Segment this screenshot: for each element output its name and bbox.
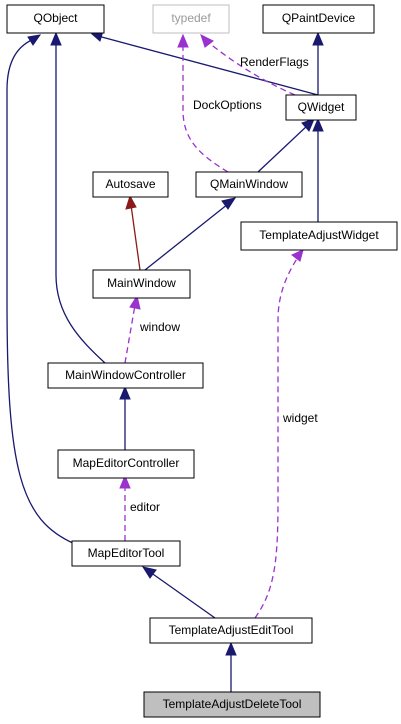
node-qmainwindow-label: QMainWindow: [210, 177, 288, 191]
edge-mapeditorcontroller-to-mainwindowcontroller: [119, 385, 131, 450]
node-qobject[interactable]: QObject: [6, 4, 105, 34]
node-mainwindowcontroller-label: MainWindowController: [65, 368, 186, 382]
node-mainwindow[interactable]: MainWindow: [92, 269, 191, 299]
node-qmainwindow[interactable]: QMainWindow: [195, 171, 303, 198]
node-typedef-label: typedef: [171, 11, 211, 25]
node-qobject-label: QObject: [33, 11, 78, 25]
node-mapeditortool[interactable]: MapEditorTool: [71, 540, 181, 567]
edge-label-editor: editor: [130, 500, 160, 514]
edge-templateadjustedittool-to-mapeditortool: [141, 566, 216, 619]
node-mainwindowcontroller[interactable]: MainWindowController: [47, 362, 204, 389]
edge-qwidget-to-typedef-renderflags: [200, 34, 296, 96]
node-qwidget[interactable]: QWidget: [285, 94, 357, 121]
node-templateadjustdeletetool[interactable]: TemplateAdjustDeleteTool: [143, 691, 321, 718]
edge-label-dockoptions: DockOptions: [193, 98, 262, 112]
node-mapeditortool-label: MapEditorTool: [88, 546, 165, 560]
edge-mainwindowcontroller-to-qobject: [50, 31, 106, 364]
node-autosave[interactable]: Autosave: [92, 171, 169, 198]
edge-qmainwindow-to-qwidget: [257, 118, 315, 173]
edge-label-widget: widget: [282, 411, 318, 425]
node-mapeditorcontroller[interactable]: MapEditorController: [57, 449, 195, 479]
node-autosave-label: Autosave: [105, 177, 155, 191]
node-templateadjustwidget[interactable]: TemplateAdjustWidget: [240, 221, 398, 251]
node-typedef: typedef: [152, 4, 230, 34]
node-mapeditorcontroller-label: MapEditorController: [73, 456, 180, 470]
edge-mainwindow-to-autosave: [125, 194, 141, 271]
node-qpaintdevice-label: QPaintDevice: [282, 11, 356, 25]
node-qwidget-label: QWidget: [298, 100, 345, 114]
node-qpaintdevice[interactable]: QPaintDevice: [262, 4, 375, 34]
edge-templateadjustwidget-to-qwidget: [312, 117, 324, 222]
edge-qmainwindow-to-typedef-dockoptions: [177, 33, 229, 173]
edge-mapeditortool-to-mapeditorcontroller: [119, 474, 131, 541]
node-templateadjustedittool-label: TemplateAdjustEditTool: [169, 623, 294, 637]
node-templateadjustdeletetool-label: TemplateAdjustDeleteTool: [163, 697, 302, 711]
node-mainwindow-label: MainWindow: [107, 276, 176, 290]
edge-mainwindow-to-qmainwindow: [144, 197, 237, 271]
edge-templateadjustedittool-to-templateadjustwidget: [254, 249, 304, 619]
edge-mapeditortool-to-qobject: [6, 34, 76, 545]
edge-label-renderflags: RenderFlags: [240, 55, 309, 69]
edge-mainwindowcontroller-to-mainwindow: [124, 294, 141, 364]
edge-templateadjustdeletetool-to-templateadjustedittool: [225, 641, 237, 692]
node-templateadjustedittool[interactable]: TemplateAdjustEditTool: [149, 617, 313, 644]
edge-label-window: window: [139, 320, 180, 334]
node-templateadjustwidget-label: TemplateAdjustWidget: [259, 228, 379, 242]
edge-qwidget-to-qpaintdevice: [312, 31, 324, 95]
